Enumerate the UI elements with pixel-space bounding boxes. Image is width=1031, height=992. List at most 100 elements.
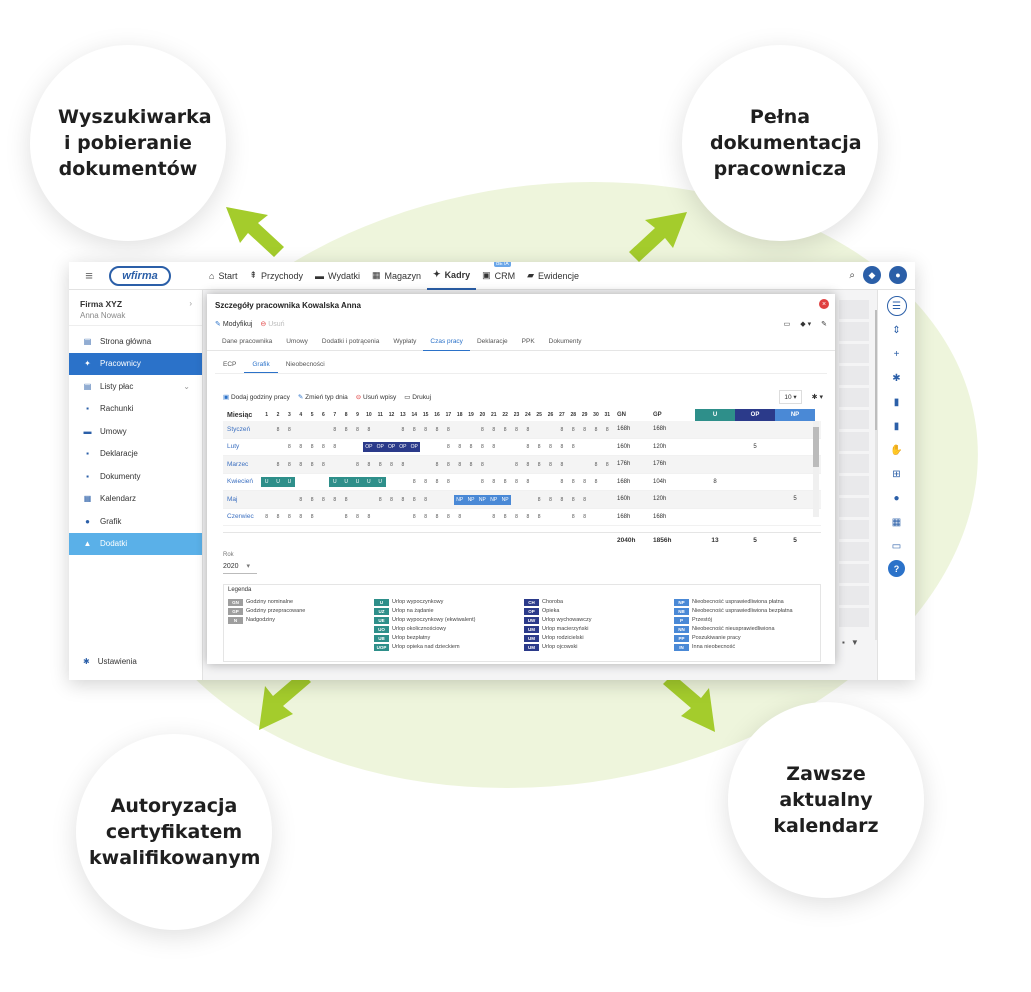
brand-logo[interactable]: wfirma bbox=[109, 265, 171, 286]
day-cell[interactable]: 8 bbox=[526, 444, 530, 450]
day-cell[interactable]: 8 bbox=[583, 514, 586, 520]
day-cell[interactable]: 8 bbox=[481, 426, 484, 433]
sidebar-item-5[interactable]: ▪Deklaracje bbox=[69, 443, 202, 466]
day-cell[interactable]: 8 bbox=[583, 479, 586, 485]
day-cell[interactable]: 8 bbox=[605, 461, 609, 468]
day-cell[interactable]: 8 bbox=[378, 461, 382, 468]
day-cell[interactable]: 8 bbox=[549, 444, 552, 450]
person-icon[interactable]: ● bbox=[893, 492, 900, 504]
day-cell[interactable]: NP bbox=[476, 494, 489, 505]
day-cell[interactable]: 8 bbox=[435, 461, 439, 468]
day-cell[interactable]: 8 bbox=[537, 514, 541, 520]
tab-3[interactable]: Wypłaty bbox=[393, 338, 417, 345]
day-cell[interactable]: OP bbox=[397, 442, 409, 452]
day-cell[interactable]: 8 bbox=[299, 514, 303, 520]
close-icon[interactable]: × bbox=[819, 299, 829, 309]
day-cell[interactable]: 8 bbox=[446, 514, 450, 520]
sidebar-item-2[interactable]: ▤Listy płac⌄ bbox=[69, 375, 202, 398]
day-cell[interactable]: 8 bbox=[492, 426, 496, 433]
day-cell[interactable]: 8 bbox=[560, 444, 564, 450]
day-cell[interactable]: 8 bbox=[390, 461, 393, 468]
print-button[interactable]: ▭ Drukuj bbox=[404, 393, 431, 401]
day-cell[interactable]: 8 bbox=[571, 496, 575, 503]
day-cell[interactable]: 8 bbox=[583, 496, 586, 503]
subtab-0[interactable]: ECP bbox=[223, 361, 237, 368]
day-cell[interactable]: 8 bbox=[560, 461, 564, 468]
day-cell[interactable]: 8 bbox=[310, 461, 314, 468]
shield-icon[interactable]: ◆ bbox=[863, 266, 881, 284]
tab-7[interactable]: Dokumenty bbox=[548, 338, 582, 345]
tab-4[interactable]: Czas pracy bbox=[423, 334, 470, 351]
day-cell[interactable]: 8 bbox=[560, 426, 564, 433]
day-cell[interactable]: 8 bbox=[322, 496, 325, 503]
day-cell[interactable]: 8 bbox=[481, 479, 484, 485]
day-cell[interactable]: 8 bbox=[549, 496, 552, 503]
day-cell[interactable]: 8 bbox=[333, 496, 337, 503]
day-cell[interactable]: 8 bbox=[287, 514, 291, 520]
day-cell[interactable]: 8 bbox=[537, 444, 541, 450]
day-cell[interactable]: 8 bbox=[526, 426, 530, 433]
day-cell[interactable]: OP bbox=[408, 442, 420, 452]
remove-entries-button[interactable]: ⊖ Usuń wpisy bbox=[356, 393, 397, 401]
day-cell[interactable]: OP bbox=[374, 442, 386, 452]
day-cell[interactable]: 8 bbox=[412, 496, 416, 503]
day-cell[interactable]: 8 bbox=[333, 444, 337, 450]
day-cell[interactable]: 8 bbox=[310, 514, 314, 520]
nav-item-wydatki[interactable]: ▬Wydatki bbox=[309, 262, 366, 290]
sort-icon[interactable]: ⇕ bbox=[892, 324, 901, 336]
day-cell[interactable]: 8 bbox=[287, 461, 291, 468]
day-cell[interactable]: 8 bbox=[515, 479, 518, 485]
subtab-2[interactable]: Nieobecności bbox=[285, 361, 325, 368]
day-cell[interactable]: 8 bbox=[571, 514, 575, 520]
day-cell[interactable]: 8 bbox=[515, 514, 518, 520]
month-name[interactable]: Marzec bbox=[227, 460, 249, 468]
grid-scrollbar[interactable] bbox=[813, 421, 819, 517]
day-cell[interactable]: 8 bbox=[481, 461, 484, 468]
nav-item-start[interactable]: ⌂Start bbox=[203, 262, 243, 290]
day-cell[interactable]: 8 bbox=[412, 479, 416, 485]
day-cell[interactable]: 8 bbox=[594, 426, 598, 433]
day-cell[interactable]: 8 bbox=[310, 496, 314, 503]
day-cell[interactable]: 8 bbox=[367, 461, 371, 468]
pencil-icon[interactable]: ✎ bbox=[821, 321, 827, 328]
month-name[interactable]: Maj bbox=[227, 495, 238, 503]
sidebar-item-8[interactable]: ●Grafik bbox=[69, 510, 202, 533]
year-select[interactable]: 2020 ▾ bbox=[223, 560, 257, 574]
day-cell[interactable]: 8 bbox=[322, 444, 325, 450]
add-hours-button[interactable]: ▣ Dodaj godziny pracy bbox=[223, 393, 290, 401]
day-cell[interactable]: 8 bbox=[367, 426, 371, 433]
day-cell[interactable]: 8 bbox=[401, 426, 405, 433]
month-name[interactable]: Luty bbox=[227, 443, 240, 451]
day-cell[interactable]: 8 bbox=[503, 479, 507, 485]
day-cell[interactable]: 8 bbox=[458, 461, 462, 468]
nav-item-kadry[interactable]: ✦Kadry bbox=[427, 262, 477, 290]
subtab-1[interactable]: Grafik bbox=[244, 358, 278, 373]
tab-0[interactable]: Dane pracownika bbox=[222, 338, 273, 345]
day-cell[interactable]: NP bbox=[454, 494, 466, 505]
day-cell[interactable]: 8 bbox=[424, 479, 428, 485]
day-cell[interactable]: 8 bbox=[401, 461, 405, 468]
plus-icon[interactable]: + bbox=[893, 348, 900, 360]
day-cell[interactable]: 8 bbox=[299, 496, 303, 503]
day-cell[interactable]: U bbox=[351, 477, 364, 487]
day-cell[interactable]: 8 bbox=[515, 426, 518, 433]
day-cell[interactable]: 8 bbox=[446, 426, 450, 433]
folder-icon[interactable]: ▭ bbox=[783, 321, 791, 328]
tab-5[interactable]: Deklaracje bbox=[476, 338, 508, 345]
nav-item-przychody[interactable]: ⇞Przychody bbox=[243, 262, 309, 290]
day-cell[interactable]: 8 bbox=[526, 479, 530, 485]
tab-6[interactable]: PPK bbox=[521, 338, 535, 345]
filter-icon[interactable]: ▼ bbox=[850, 638, 859, 647]
modify-button[interactable]: ✎ Modyfikuj bbox=[215, 320, 252, 328]
day-cell[interactable]: NP bbox=[465, 494, 477, 505]
sidebar-item-1[interactable]: ✦Pracownicy bbox=[69, 352, 202, 375]
day-cell[interactable]: OP bbox=[385, 442, 398, 452]
change-day-type-button[interactable]: ✎ Zmień typ dnia bbox=[298, 393, 348, 401]
gear-icon[interactable]: ✱ bbox=[892, 372, 901, 384]
day-cell[interactable]: 8 bbox=[401, 496, 405, 503]
day-cell[interactable]: 8 bbox=[492, 514, 496, 520]
day-cell[interactable]: NP bbox=[488, 494, 500, 505]
day-cell[interactable]: 8 bbox=[583, 426, 586, 433]
